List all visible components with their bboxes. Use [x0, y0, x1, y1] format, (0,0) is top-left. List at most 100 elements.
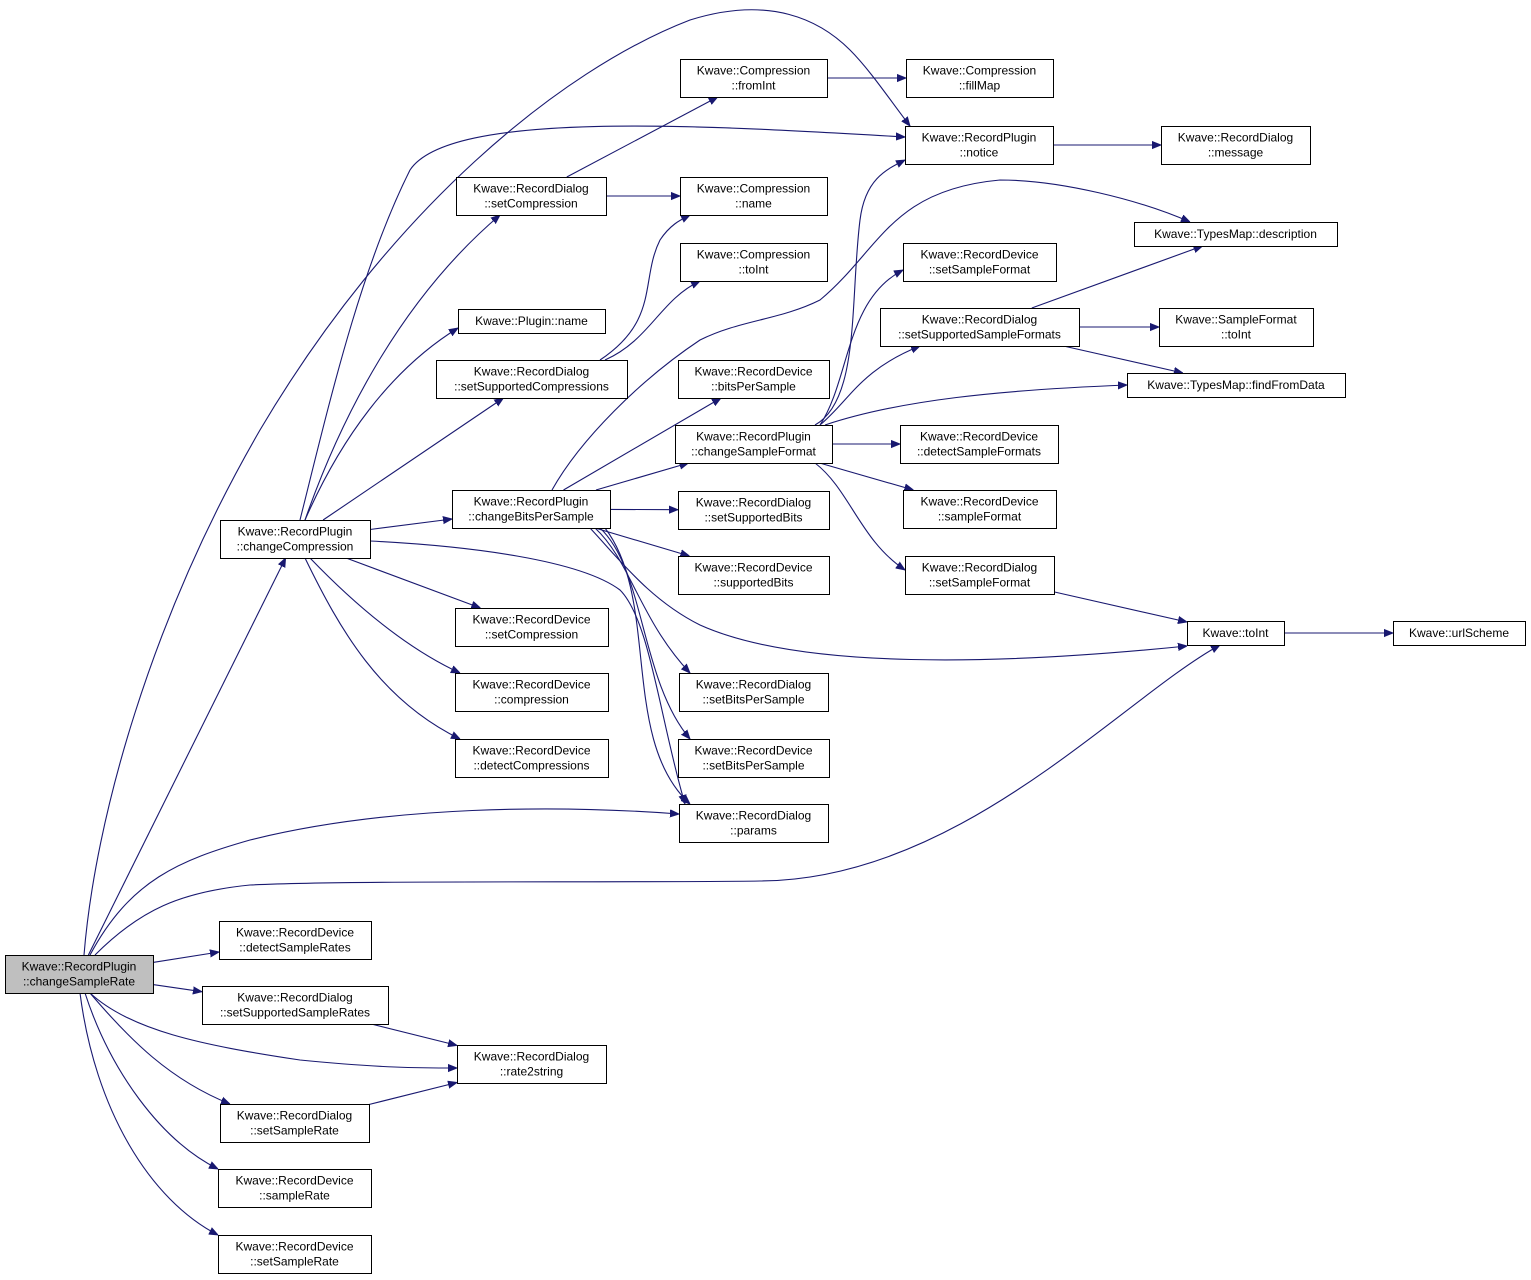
node-label-line: ::setCompression [484, 197, 577, 211]
node-box[interactable] [1393, 621, 1526, 646]
node-plugin_name[interactable]: Kwave::Plugin::name [458, 309, 606, 334]
node-setSupportedBits[interactable]: Kwave::RecordDialog::setSupportedBits [678, 491, 830, 530]
node-box[interactable] [457, 1045, 607, 1084]
node-box[interactable] [1161, 126, 1311, 165]
node-box[interactable] [900, 425, 1059, 464]
node-detectCompressions[interactable]: Kwave::RecordDevice::detectCompressions [455, 739, 609, 778]
node-label-line: ::setSampleRate [250, 1124, 339, 1138]
edge-setCompression_dlg-to-comp_fromInt [566, 97, 718, 178]
node-box[interactable] [903, 243, 1057, 282]
node-changeSampleFormat[interactable]: Kwave::RecordPlugin::changeSampleFormat [675, 425, 833, 464]
edge-setSupportedCompressions-to-comp_toInt [604, 281, 700, 361]
node-label-line: ::setSampleFormat [929, 263, 1031, 277]
node-setSupportedSampleFormats[interactable]: Kwave::RecordDialog::setSupportedSampleF… [880, 308, 1080, 347]
node-box[interactable] [456, 177, 607, 216]
node-box[interactable] [678, 360, 830, 399]
node-message[interactable]: Kwave::RecordDialog::message [1161, 126, 1311, 165]
node-dlg_setSampleFormat[interactable]: Kwave::RecordDialog::setSampleFormat [905, 556, 1055, 595]
node-rate2string[interactable]: Kwave::RecordDialog::rate2string [457, 1045, 607, 1084]
node-dev_sampleFormat[interactable]: Kwave::RecordDevice::sampleFormat [903, 490, 1057, 529]
edge-root-to-dev_sampleRate [84, 992, 218, 1169]
node-typesmap_findFromData[interactable]: Kwave::TypesMap::findFromData [1127, 373, 1346, 398]
node-box[interactable] [455, 608, 609, 647]
node-changeBitsPerSample[interactable]: Kwave::RecordPlugin::changeBitsPerSample [452, 490, 611, 529]
node-box[interactable] [452, 490, 611, 529]
node-bitsPerSample[interactable]: Kwave::RecordDevice::bitsPerSample [678, 360, 830, 399]
node-dev_compression[interactable]: Kwave::RecordDevice::compression [455, 673, 609, 712]
edge-root-to-kwave_toInt [94, 645, 1220, 956]
node-params[interactable]: Kwave::RecordDialog::params [679, 804, 829, 843]
node-comp_name[interactable]: Kwave::Compression::name [680, 177, 828, 216]
node-box[interactable] [202, 986, 389, 1025]
node-box[interactable] [678, 556, 830, 595]
node-urlScheme[interactable]: Kwave::urlScheme [1393, 621, 1526, 646]
edge-root-to-dev_setSampleRate [79, 992, 218, 1235]
node-label-line: Kwave::TypesMap::findFromData [1147, 378, 1325, 392]
node-box[interactable] [675, 425, 833, 464]
node-box[interactable] [1159, 308, 1314, 347]
node-setCompression_dlg[interactable]: Kwave::RecordDialog::setCompression [456, 177, 607, 216]
node-box[interactable] [680, 59, 828, 98]
node-detectSampleFormats[interactable]: Kwave::RecordDevice::detectSampleFormats [900, 425, 1059, 464]
edge-changeBitsPerSample-to-typesmap_description [551, 179, 1190, 491]
node-box[interactable] [905, 556, 1055, 595]
node-box[interactable] [219, 921, 372, 960]
node-box[interactable] [1134, 222, 1338, 247]
node-box[interactable] [1127, 373, 1346, 398]
node-dev_sampleRate[interactable]: Kwave::RecordDevice::sampleRate [218, 1169, 372, 1208]
node-box[interactable] [436, 360, 628, 399]
node-supportedBits[interactable]: Kwave::RecordDevice::supportedBits [678, 556, 830, 595]
node-dev_setSampleRate[interactable]: Kwave::RecordDevice::setSampleRate [218, 1235, 372, 1274]
node-dlg_setSampleRate[interactable]: Kwave::RecordDialog::setSampleRate [220, 1104, 370, 1143]
edge-changeSampleFormat-to-dev_setSampleFormat [819, 270, 903, 426]
edges-layer [79, 9, 1393, 1235]
node-box[interactable] [678, 491, 830, 530]
node-root[interactable]: Kwave::RecordPlugin::changeSampleRate [5, 955, 154, 994]
node-box[interactable] [455, 673, 609, 712]
edge-changeCompression-to-setSupportedCompressions [322, 398, 503, 521]
node-comp_fromInt[interactable]: Kwave::Compression::fromInt [680, 59, 828, 98]
node-box[interactable] [220, 1104, 370, 1143]
node-dev_setBitsPerSample[interactable]: Kwave::RecordDevice::setBitsPerSample [678, 739, 830, 778]
node-box[interactable] [455, 739, 609, 778]
node-box[interactable] [905, 126, 1054, 165]
node-typesmap_description[interactable]: Kwave::TypesMap::description [1134, 222, 1338, 247]
node-box[interactable] [679, 673, 829, 712]
edge-setSupportedCompressions-to-comp_name [599, 215, 690, 361]
node-kwave_toInt[interactable]: Kwave::toInt [1187, 621, 1285, 646]
node-box[interactable] [218, 1235, 372, 1274]
node-label-line: ::detectSampleFormats [917, 445, 1041, 459]
node-box[interactable] [220, 520, 371, 559]
node-box[interactable] [458, 309, 606, 334]
node-setSupportedCompressions[interactable]: Kwave::RecordDialog::setSupportedCompres… [436, 360, 628, 399]
node-box[interactable] [680, 243, 828, 282]
node-box[interactable] [880, 308, 1080, 347]
node-detectSampleRates[interactable]: Kwave::RecordDevice::detectSampleRates [219, 921, 372, 960]
node-box[interactable] [5, 955, 154, 994]
node-box[interactable] [679, 804, 829, 843]
node-label-line: Kwave::RecordDialog [696, 809, 811, 823]
node-box[interactable] [903, 490, 1057, 529]
node-box[interactable] [218, 1169, 372, 1208]
node-box[interactable] [680, 177, 828, 216]
node-dev_setCompression[interactable]: Kwave::RecordDevice::setCompression [455, 608, 609, 647]
node-box[interactable] [1187, 621, 1285, 646]
node-sampleformat_toInt[interactable]: Kwave::SampleFormat::toInt [1159, 308, 1314, 347]
edge-changeCompression-to-plugin_name [304, 328, 458, 521]
edge-changeCompression-to-params [369, 540, 685, 804]
node-label-line: Kwave::SampleFormat [1175, 313, 1297, 327]
node-comp_fillMap[interactable]: Kwave::Compression::fillMap [906, 59, 1054, 98]
edge-changeBitsPerSample-to-changeSampleFormat [595, 463, 689, 491]
node-label-line: ::detectSampleRates [239, 941, 350, 955]
node-label-line: Kwave::Compression [697, 248, 810, 262]
node-comp_toInt[interactable]: Kwave::Compression::toInt [680, 243, 828, 282]
node-notice[interactable]: Kwave::RecordPlugin::notice [905, 126, 1054, 165]
node-label-line: Kwave::RecordPlugin [238, 525, 353, 539]
node-dlg_setBitsPerSample[interactable]: Kwave::RecordDialog::setBitsPerSample [679, 673, 829, 712]
node-setSupportedSampleRates[interactable]: Kwave::RecordDialog::setSupportedSampleR… [202, 986, 389, 1025]
node-dev_setSampleFormat[interactable]: Kwave::RecordDevice::setSampleFormat [903, 243, 1057, 282]
node-box[interactable] [678, 739, 830, 778]
node-label-line: Kwave::Plugin::name [475, 314, 588, 328]
node-box[interactable] [906, 59, 1054, 98]
node-changeCompression[interactable]: Kwave::RecordPlugin::changeCompression [220, 520, 371, 559]
